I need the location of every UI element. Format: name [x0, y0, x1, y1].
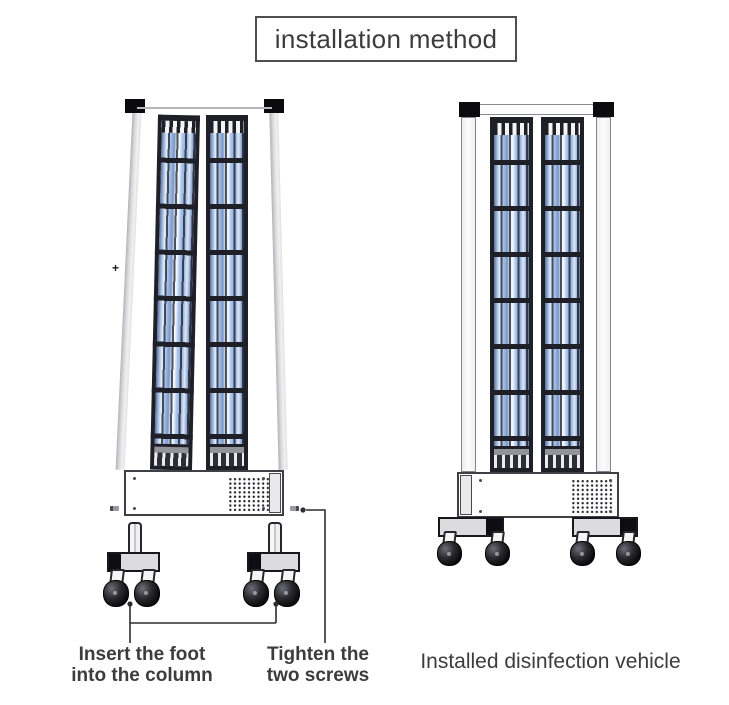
caption-installed-vehicle: Installed disinfection vehicle — [420, 650, 681, 673]
vent-grille — [228, 477, 270, 511]
foot-bar-end — [109, 554, 121, 570]
support-column — [596, 117, 611, 472]
caster-wheel — [243, 569, 271, 607]
caster-wheel — [485, 531, 512, 566]
base-box — [124, 470, 284, 516]
cage-grill-rings — [541, 135, 584, 448]
support-column — [461, 117, 476, 472]
label-line: into the column — [71, 665, 213, 686]
foot-bar — [247, 552, 300, 572]
label-line: Tighten the — [266, 644, 370, 665]
cage-grill-rings — [206, 133, 248, 446]
column-cap — [459, 102, 480, 117]
cage-top-slats — [494, 123, 529, 135]
wheel-tire — [616, 541, 641, 566]
wheel-tire — [570, 541, 595, 566]
column-cap — [125, 99, 145, 113]
caster-wheel — [103, 569, 131, 607]
label-insert-foot: Insert the foot into the column — [62, 644, 222, 686]
screw-hole — [133, 507, 136, 510]
caster-wheel — [134, 569, 162, 607]
wheel-tire — [437, 541, 462, 566]
support-column — [269, 112, 288, 471]
foot-post — [268, 522, 282, 554]
wheel-tire — [134, 580, 160, 607]
screw-hole — [133, 477, 136, 480]
caster-wheel — [437, 531, 464, 566]
base-box — [457, 472, 619, 518]
side-panel — [460, 475, 472, 515]
fixing-screw — [290, 506, 299, 511]
caster-wheel — [274, 569, 302, 607]
cage-top-slats — [210, 121, 244, 133]
cage-grill-rings — [490, 135, 533, 448]
lamp-holder — [545, 446, 580, 472]
label-tighten-screws: Tighten the two screws — [248, 644, 388, 686]
callout-dot — [300, 507, 306, 513]
screw-hole — [609, 510, 612, 513]
wheel-tire — [485, 541, 510, 566]
wheel-tire — [103, 580, 129, 607]
lamp-holder — [153, 443, 189, 471]
page-title: installation method — [274, 23, 498, 54]
callout-line — [306, 509, 326, 643]
fixing-screw — [110, 506, 119, 511]
label-line: Insert the foot — [78, 644, 206, 665]
vent-grille — [571, 479, 614, 513]
side-panel — [269, 473, 281, 513]
foot-bar-end — [249, 554, 261, 570]
screw-hole — [262, 507, 265, 510]
cage-top-slats — [545, 123, 580, 135]
cage-top-bar — [490, 117, 533, 123]
support-column — [115, 112, 142, 471]
cage-top-bar — [206, 115, 248, 121]
screw-hole — [609, 479, 612, 482]
uv-lamp-cage — [206, 115, 248, 470]
cage-grill-rings — [150, 132, 200, 447]
top-crossbar — [479, 104, 594, 115]
cage-top-slats — [161, 120, 196, 134]
caster-wheel — [616, 531, 643, 566]
foot-bar — [107, 552, 160, 572]
title-box: installation method — [255, 16, 517, 62]
uv-lamp-cage — [149, 114, 201, 471]
wheel-tire — [243, 580, 269, 607]
column-cap — [593, 102, 614, 117]
column-cap — [264, 99, 284, 113]
uv-lamp-cage — [541, 117, 584, 472]
plus-mark: + — [112, 261, 120, 275]
wheel-tire — [274, 580, 300, 607]
cage-top-bar — [541, 117, 584, 123]
lamp-holder — [494, 446, 529, 472]
lamp-holder — [210, 444, 244, 470]
caster-wheel — [570, 531, 597, 566]
label-line: two screws — [266, 665, 370, 686]
screw-hole — [479, 479, 482, 482]
screw-hole — [262, 477, 265, 480]
screw-hole — [479, 510, 482, 513]
foot-post — [128, 522, 142, 554]
uv-lamp-cage — [490, 117, 533, 472]
